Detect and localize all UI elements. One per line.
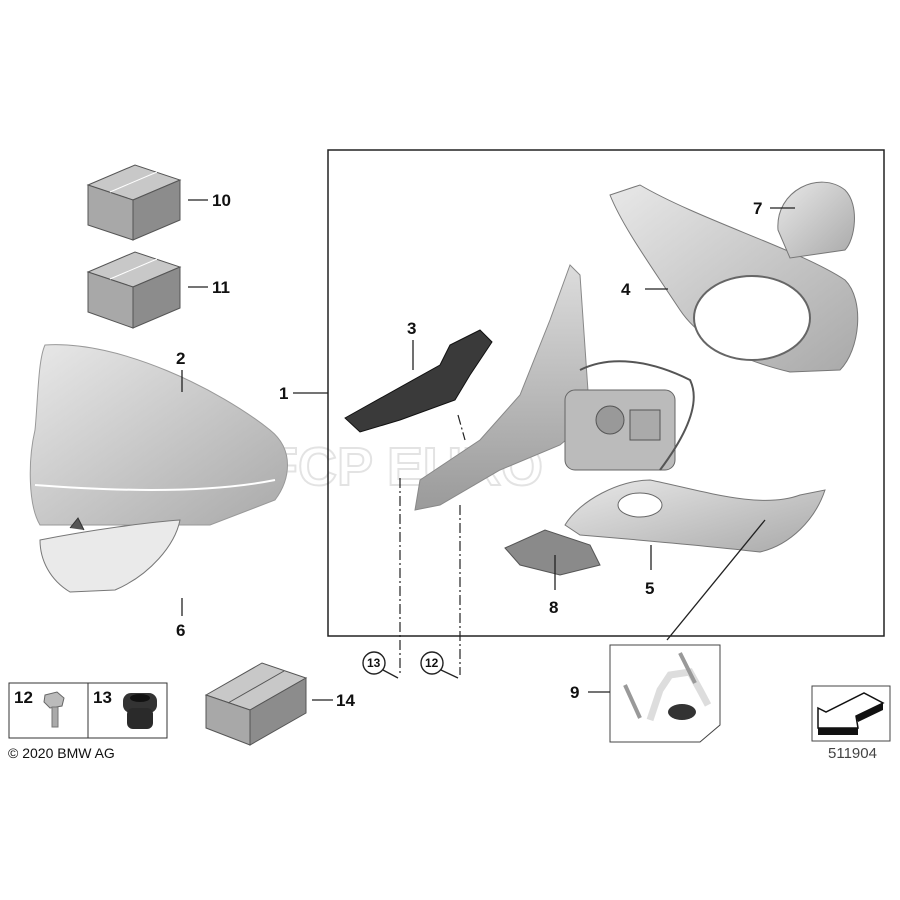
copyright-text: © 2020 BMW AG <box>8 745 115 761</box>
callout-1: 1 <box>279 384 288 403</box>
part-3-bracket-icon[interactable] <box>344 329 493 433</box>
mirror-motor-assembly-icon <box>564 360 695 471</box>
callout-9: 9 <box>570 683 579 702</box>
part-7-mirror-motor-cover-icon[interactable] <box>777 181 855 259</box>
ref-circle-13 <box>362 651 386 675</box>
diagram-number: 511904 <box>828 745 877 762</box>
callout-14: 14 <box>336 691 355 710</box>
part-10-kit-box-icon[interactable] <box>86 164 182 241</box>
part-5-lower-mirror-cover-icon[interactable] <box>564 479 826 553</box>
callout-7: 7 <box>753 199 762 218</box>
callout-4: 4 <box>621 280 631 299</box>
callout-8: 8 <box>549 598 558 617</box>
callout-11: 11 <box>212 278 230 297</box>
part-11-kit-box-icon[interactable] <box>86 251 182 329</box>
grommet-icon[interactable] <box>123 693 157 729</box>
hardware-label-13: 13 <box>93 688 112 707</box>
callout-5: 5 <box>645 579 654 598</box>
callout-3: 3 <box>407 319 416 338</box>
ref-circle-12 <box>420 651 444 675</box>
part-2-mirror-cap-icon[interactable] <box>29 344 288 526</box>
part-8-seal-pad-icon[interactable] <box>504 529 601 576</box>
callout-6: 6 <box>176 621 185 640</box>
part-6-turn-signal-icon[interactable] <box>39 519 181 593</box>
ref-circle-12-label: 12 <box>425 656 439 670</box>
orientation-arrow-icon <box>817 692 885 735</box>
part-14-kit-box-icon[interactable] <box>204 662 308 746</box>
ref-circle-13-label: 13 <box>367 656 381 670</box>
hardware-label-12: 12 <box>14 688 33 707</box>
part-9-clip-kit-icon <box>623 652 712 722</box>
callout-2: 2 <box>176 349 185 368</box>
part-9-clip-kit-box[interactable] <box>609 644 721 743</box>
callout-10: 10 <box>212 191 231 210</box>
bolt-icon[interactable] <box>43 691 65 728</box>
